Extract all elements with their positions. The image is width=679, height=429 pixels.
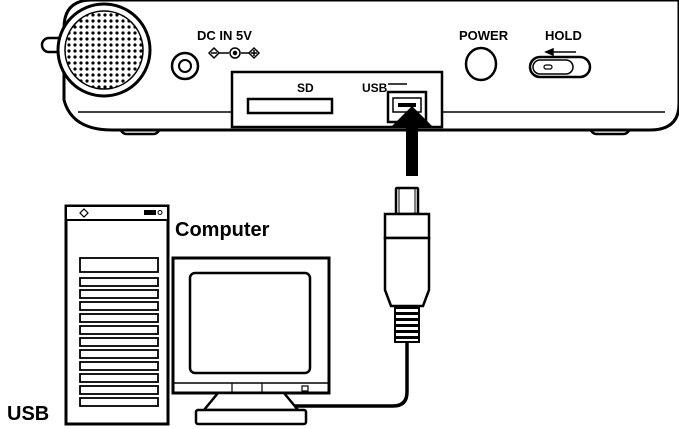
- computer-tower: [64, 204, 170, 426]
- power-label: POWER: [459, 28, 509, 43]
- usb-port-label: USB: [362, 81, 388, 95]
- cable-wire: [215, 342, 409, 408]
- monitor-power-indicator: [301, 385, 309, 392]
- device-body: [62, 0, 679, 132]
- usb-cable: [215, 186, 431, 408]
- monitor-screen: [188, 271, 312, 375]
- usb-label: USB: [7, 403, 49, 425]
- recorder-device: DC IN 5V SD USB POWER HOLD: [40, 0, 679, 136]
- sd-card-slot[interactable]: [246, 97, 334, 115]
- tower-power-icon: [79, 208, 89, 218]
- usb-plug-body: [383, 236, 431, 308]
- hold-arrow-icon: [544, 47, 576, 57]
- dc-in-label: DC IN 5V: [197, 28, 252, 43]
- usb-plug-housing: [383, 212, 431, 240]
- drive-bay: [79, 257, 159, 273]
- microphone-icon: [56, 2, 152, 98]
- tower-led: [144, 210, 156, 215]
- polarity-symbol-icon: [207, 46, 261, 60]
- strain-relief: [394, 305, 420, 343]
- tower-vents: [79, 277, 159, 407]
- monitor-base: [194, 408, 308, 426]
- insert-arrow-icon: [390, 106, 434, 176]
- hold-switch[interactable]: [528, 55, 592, 79]
- monitor: [171, 256, 331, 426]
- hold-label: HOLD: [545, 28, 582, 43]
- tower-button: [157, 210, 163, 215]
- dc-in-jack: [170, 51, 200, 81]
- power-button[interactable]: [464, 46, 498, 82]
- monitor-stand: [201, 391, 301, 412]
- tower-top-panel: [65, 205, 169, 221]
- sd-label: SD: [297, 81, 314, 95]
- computer-label: Computer: [175, 219, 270, 241]
